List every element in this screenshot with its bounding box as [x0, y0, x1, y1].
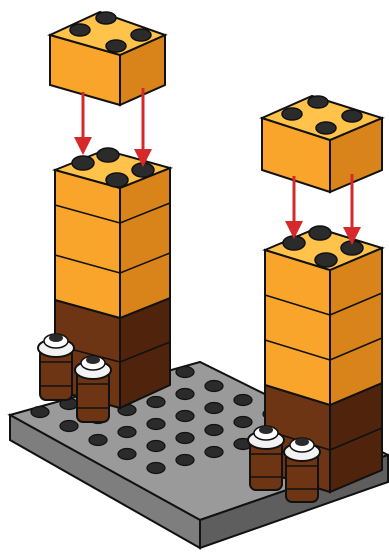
base-stud [118, 449, 136, 460]
base-stud [234, 395, 252, 406]
base-stud [176, 389, 194, 400]
base-stud [205, 403, 223, 414]
base-stud [205, 381, 223, 392]
brick-2x2-incoming-right [262, 96, 382, 192]
base-stud [147, 441, 165, 452]
base-stud [234, 417, 252, 428]
base-stud [147, 463, 165, 474]
base-stud [176, 367, 194, 378]
brick-2x2-incoming-left [50, 12, 165, 105]
base-stud [89, 435, 107, 446]
base-stud [176, 433, 194, 444]
base-stud [31, 407, 49, 418]
base-stud [147, 397, 165, 408]
base-stud [147, 419, 165, 430]
base-stud [176, 455, 194, 466]
base-stud [118, 427, 136, 438]
base-stud [60, 421, 78, 432]
base-stud [205, 447, 223, 458]
base-stud [205, 425, 223, 436]
base-stud [176, 411, 194, 422]
